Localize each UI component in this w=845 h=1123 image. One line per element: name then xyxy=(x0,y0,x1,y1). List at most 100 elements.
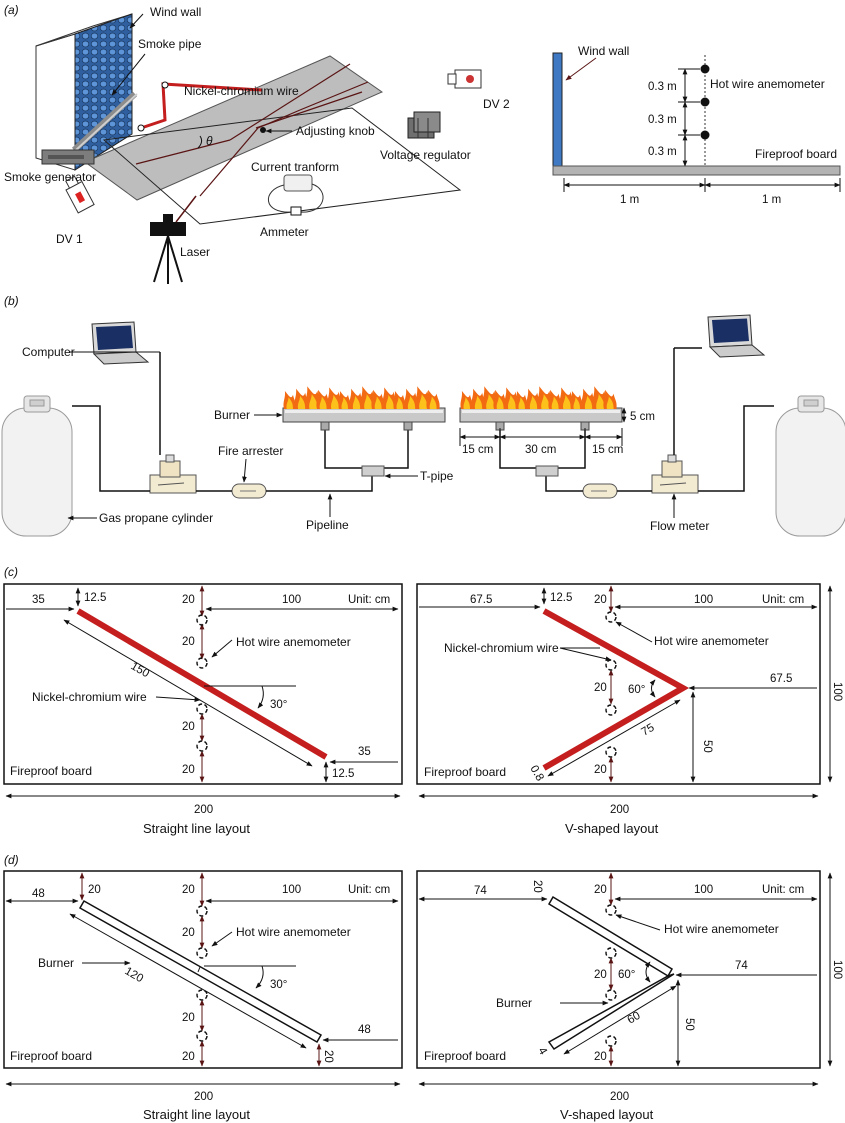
d-left-burner xyxy=(78,899,323,1044)
wind-wall-label: Wind wall xyxy=(150,5,201,19)
dv2-label: DV 2 xyxy=(483,97,510,111)
flame xyxy=(338,391,351,409)
gas-cylinder-right xyxy=(775,395,845,537)
gas-cylinder-left xyxy=(1,395,73,537)
flow-meter-right xyxy=(651,454,699,494)
adjusting-knob-dot xyxy=(260,127,266,133)
d-left-dim-120: 120 xyxy=(123,965,146,985)
c-left-nickel-label: Nickel-chromium wire xyxy=(32,690,147,704)
d-left-sensor-2 xyxy=(196,947,208,959)
left-gap-label: 15 cm xyxy=(462,444,493,456)
c-right-dim-0-8: 0.8 xyxy=(527,764,545,784)
c-right-dim-100: 100 xyxy=(694,594,713,606)
d-left-fireproof-label: Fireproof board xyxy=(10,1049,92,1063)
flame xyxy=(426,389,440,409)
d-right-fireproof-label: Fireproof board xyxy=(424,1049,506,1063)
smoke-pipe-label: Smoke pipe xyxy=(138,37,202,51)
burner-left xyxy=(282,407,446,431)
c-right-dim-50: 50 xyxy=(701,740,713,753)
d-right-dim-60: 60 xyxy=(626,1010,643,1027)
c-right-hot-wire-label: Hot wire anemometer xyxy=(654,634,769,648)
middle-length-label: 30 cm xyxy=(525,444,556,456)
adjusting-knob-label: Adjusting knob xyxy=(296,124,375,138)
d-left-dimlines xyxy=(5,898,401,1087)
length-2: 1 m xyxy=(762,194,781,206)
dv1-label: DV 1 xyxy=(56,232,83,246)
fire-arrester-right xyxy=(582,483,618,499)
d-right-dim-100: 100 xyxy=(694,884,713,896)
smoke-generator xyxy=(41,149,95,165)
c-left-hot-wire-label: Hot wire anemometer xyxy=(236,635,351,649)
c-right-width: 200 xyxy=(610,804,629,816)
c-left-dim-20d: 20 xyxy=(182,764,195,776)
c-right-sensor-4 xyxy=(605,746,617,758)
c-left-sensor-3 xyxy=(196,703,208,715)
c-left-sensor-2 xyxy=(196,657,208,669)
c-right-board xyxy=(416,583,821,785)
d-right-sensor-2 xyxy=(605,947,617,959)
c-right-dim-20b: 20 xyxy=(594,682,607,694)
d-left-hot-wire-label: Hot wire anemometer xyxy=(236,925,351,939)
computer-label: Computer xyxy=(22,345,75,359)
d-right-dimlines xyxy=(418,872,833,1087)
flame xyxy=(515,391,528,409)
c-right-angle: 60° xyxy=(628,684,645,696)
d-right-dim-20a: 20 xyxy=(531,880,543,893)
d-left-burner-label: Burner xyxy=(38,956,74,970)
d-left-width: 200 xyxy=(194,1091,213,1103)
support-frame xyxy=(135,63,369,197)
length-1: 1 m xyxy=(620,194,639,206)
d-right-sensor-3 xyxy=(605,989,617,1001)
c-right-sensor-1 xyxy=(605,611,617,623)
d-left-unit: Unit: cm xyxy=(348,884,390,896)
d-right-caption: V-shaped layout xyxy=(560,1107,654,1122)
c-left-angle: 30° xyxy=(270,699,287,711)
burner-height-label: 5 cm xyxy=(630,411,655,423)
nickel-chromium-wire xyxy=(137,81,263,132)
smoke-generator-label: Smoke generator xyxy=(4,170,96,184)
side-hot-wire-label: Hot wire anemometer xyxy=(710,77,825,91)
d-right-width: 200 xyxy=(610,1091,629,1103)
d-right-dim-74b: 74 xyxy=(735,960,748,972)
burner-label: Burner xyxy=(214,408,250,422)
laser-label: Laser xyxy=(180,245,210,259)
c-right-dim-67-5b: 67.5 xyxy=(770,673,792,685)
d-left-dim-20c: 20 xyxy=(182,927,195,939)
flow-meter-left xyxy=(149,454,197,494)
c-right-dim-12-5: 12.5 xyxy=(550,592,572,604)
c-right-dim-75: 75 xyxy=(640,722,657,739)
height-1: 0.3 m xyxy=(648,81,677,93)
d-left-dim-20f: 20 xyxy=(322,1050,334,1063)
laser-tripod xyxy=(150,195,197,284)
d-right-height: 100 xyxy=(831,960,843,979)
c-right-nickel-label: Nickel-chromium wire xyxy=(444,641,559,655)
gas-cylinder-label: Gas propane cylinder xyxy=(99,511,213,525)
c-left-unit: Unit: cm xyxy=(348,594,390,606)
c-left-dim-150: 150 xyxy=(129,660,152,680)
wind-wall-leader xyxy=(129,13,144,29)
c-left-width: 200 xyxy=(194,804,213,816)
d-left-dim-48a: 48 xyxy=(32,888,45,900)
flame xyxy=(393,391,406,409)
d-left-dim-20a: 20 xyxy=(88,884,101,896)
c-left-dim-20b: 20 xyxy=(182,636,195,648)
c-left-fireproof-label: Fireproof board xyxy=(10,764,92,778)
panel-label-a: (a) xyxy=(4,3,19,17)
t-pipe-right xyxy=(535,465,559,477)
flame xyxy=(570,391,583,409)
c-left-dim-20a: 20 xyxy=(182,594,195,606)
base-board xyxy=(102,107,462,225)
smoke-pipe xyxy=(71,91,138,153)
theta-label: θ xyxy=(206,134,213,148)
height-2: 0.3 m xyxy=(648,114,677,126)
c-left-dim-35b: 35 xyxy=(358,746,371,758)
d-right-dim-20b: 20 xyxy=(594,884,607,896)
burner-dimensions xyxy=(459,407,627,446)
flames-right xyxy=(460,386,617,409)
computer-right xyxy=(707,314,765,358)
c-right-sensor-2 xyxy=(605,659,617,671)
voltage-regulator xyxy=(407,111,441,139)
c-left-sensor-4 xyxy=(196,740,208,752)
dv1-camera xyxy=(65,175,95,214)
